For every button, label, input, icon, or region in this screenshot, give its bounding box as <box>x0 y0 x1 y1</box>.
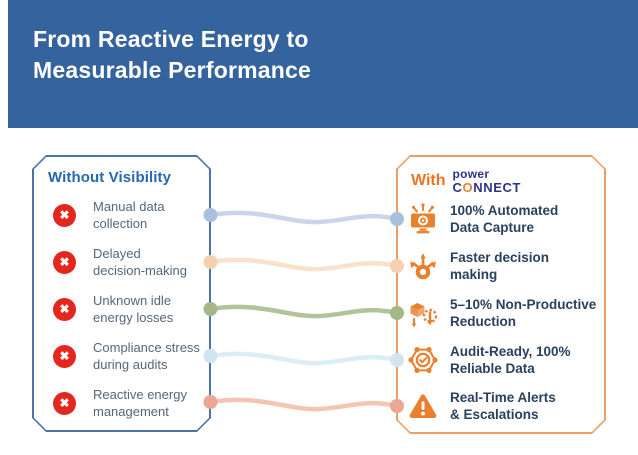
page-title: From Reactive Energy to Measurable Perfo… <box>33 24 311 86</box>
with-powerconnect-panel-body <box>398 157 605 433</box>
list-item-line1: Reactive energy <box>93 387 187 402</box>
list-item-line2: decision-making <box>93 263 187 278</box>
logo-connect-text: CONNECT <box>453 181 522 194</box>
error-icon: ✖ <box>53 344 76 368</box>
list-item-label: Manual data collection <box>93 198 165 232</box>
list-item-line2: & Escalations <box>450 407 539 422</box>
connector-dot-left <box>203 255 218 269</box>
list-item: ✖ Reactive energy management <box>53 381 187 425</box>
list-item: ✖ Delayed decision-making <box>53 240 187 284</box>
without-visibility-title: Without Visibility <box>48 169 172 186</box>
list-item-line2: during audits <box>93 357 168 372</box>
list-item-line2: Data Capture <box>450 220 535 235</box>
connector-dot-right <box>390 212 404 226</box>
list-item: Faster decision making <box>406 244 549 288</box>
list-item: ✖ Compliance stress during audits <box>53 334 200 378</box>
list-item: 5–10% Non-Productive Reduction <box>406 291 596 335</box>
connector-dot-left <box>203 208 218 222</box>
connector-line <box>208 397 400 412</box>
logo-rest: NNECT <box>473 180 522 195</box>
list-item-line2: Reliable Data <box>450 361 535 376</box>
list-item-line2: collection <box>93 216 148 231</box>
page-title-line1: From Reactive Energy to <box>33 26 309 52</box>
connector-line <box>208 257 400 272</box>
connector-dot-right <box>390 353 404 367</box>
logo-o-swirl: O <box>462 180 474 195</box>
list-item-label: 5–10% Non-Productive Reduction <box>450 296 596 330</box>
logo-c: C <box>452 180 463 195</box>
list-item-line1: 5–10% Non-Productive <box>450 297 597 312</box>
list-item: ✖ Unknown idle energy losses <box>53 287 173 331</box>
connector-dot-right <box>390 259 404 273</box>
error-icon: ✖ <box>53 250 76 274</box>
without-visibility-panel-body <box>34 157 210 431</box>
list-item-line2: Reduction <box>450 314 516 329</box>
without-visibility-panel: Without Visibility ✖ Manual data collect… <box>32 155 211 432</box>
list-item-label: 100% Automated Data Capture <box>450 202 558 236</box>
error-icon: ✖ <box>53 391 76 415</box>
logo-power-text: power <box>452 167 490 181</box>
powerconnect-logo: power CONNECT <box>453 168 522 194</box>
list-item-label: Delayed decision-making <box>93 245 187 279</box>
with-label: With <box>411 172 446 189</box>
list-item: Real-Time Alerts & Escalations <box>406 384 556 428</box>
list-item-line1: Unknown idle <box>93 293 172 308</box>
list-item-line2: making <box>450 267 498 282</box>
list-item-line1: 100% Automated <box>450 203 559 218</box>
error-icon: ✖ <box>53 203 76 227</box>
list-item: ✖ Manual data collection <box>53 193 165 237</box>
connector-dot-left <box>203 349 218 363</box>
list-item-line1: Faster decision <box>450 250 550 265</box>
connector-line <box>208 304 400 319</box>
connector-row-5 <box>203 395 404 413</box>
list-item-line2: management <box>93 404 169 419</box>
with-powerconnect-panel: With power CONNECT 100% Automated Data <box>396 155 606 434</box>
error-icon: ✖ <box>53 297 76 321</box>
list-item-label: Reactive energy management <box>93 386 187 420</box>
with-powerconnect-title: With power CONNECT <box>411 168 521 194</box>
list-item-label: Faster decision making <box>450 249 549 283</box>
list-item-line2: energy losses <box>93 310 174 325</box>
list-item-line1: Audit-Ready, 100% <box>450 344 571 359</box>
faster-decision-icon <box>410 253 436 280</box>
page-title-line2: Measurable Performance <box>33 57 311 83</box>
connector-lines <box>203 208 404 413</box>
list-item-line1: Manual data <box>93 199 165 214</box>
list-item-line1: Compliance stress <box>93 340 200 355</box>
list-item: Audit-Ready, 100% Reliable Data <box>406 338 571 382</box>
npt-reduction-icon <box>410 303 438 328</box>
list-item-line1: Real-Time Alerts <box>450 390 556 405</box>
alert-triangle-icon <box>409 394 437 418</box>
header-banner: From Reactive Energy to Measurable Perfo… <box>8 0 638 128</box>
list-item-label: Audit-Ready, 100% Reliable Data <box>450 343 571 377</box>
automated-capture-icon <box>411 203 435 234</box>
connector-row-4 <box>203 349 404 367</box>
audit-ready-icon <box>408 347 438 373</box>
connector-row-3 <box>203 302 404 320</box>
connector-dot-left <box>203 302 218 316</box>
list-item-line1: Delayed <box>93 246 141 261</box>
connector-row-1 <box>203 208 404 226</box>
connector-line <box>208 351 400 366</box>
connector-row-2 <box>203 255 404 273</box>
connector-dot-right <box>390 399 404 413</box>
connector-dot-left <box>203 395 218 409</box>
connector-line <box>208 210 400 225</box>
list-item: 100% Automated Data Capture <box>406 197 558 241</box>
connector-dot-right <box>390 306 404 320</box>
list-item-label: Real-Time Alerts & Escalations <box>450 389 556 423</box>
list-item-label: Unknown idle energy losses <box>93 292 173 326</box>
list-item-label: Compliance stress during audits <box>93 339 200 373</box>
